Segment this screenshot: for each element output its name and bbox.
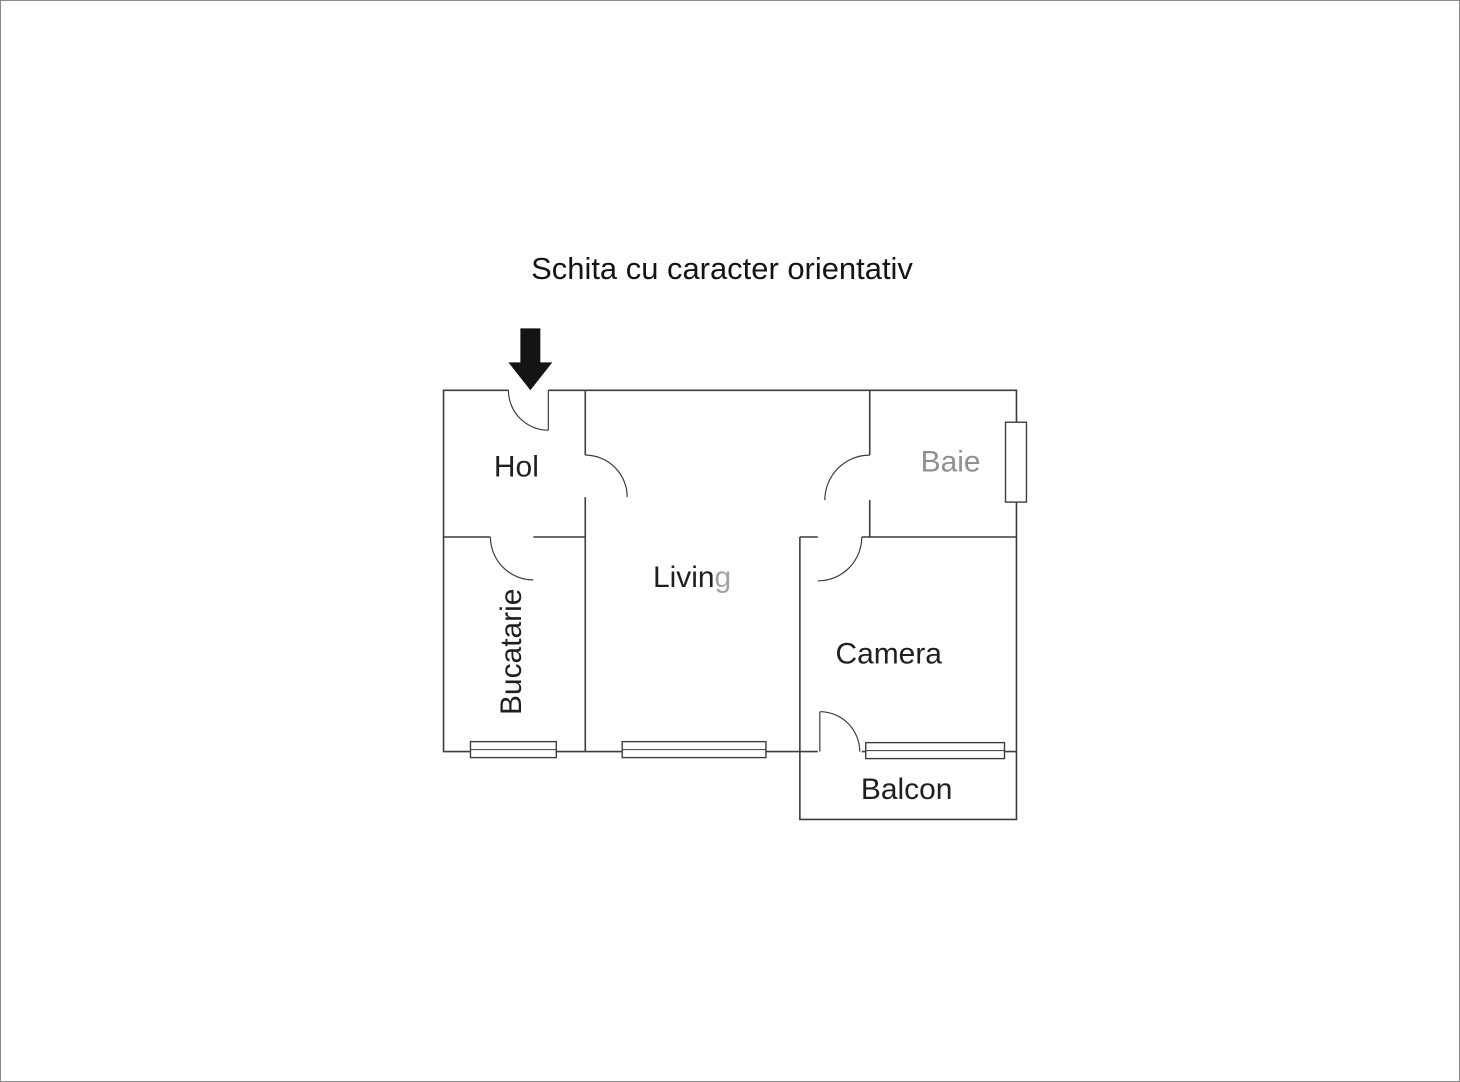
plan-title: Schita cu caracter orientativ — [531, 251, 913, 286]
door-arc-living-baie — [824, 454, 870, 501]
room-label-living-main: Livin — [653, 560, 715, 593]
room-label-living: Living — [653, 560, 731, 593]
window-bucatarie — [469, 740, 558, 759]
door-arc-entrance — [507, 390, 549, 431]
door-arc-hol-bucatarie — [489, 537, 534, 581]
window-living — [621, 740, 767, 759]
door-arc-hol-living — [585, 454, 628, 498]
door-arc-camera-balcon — [819, 711, 861, 752]
door-arc-living-camera — [817, 537, 863, 582]
interior-walls — [443, 390, 1017, 752]
room-label-camera: Camera — [835, 637, 942, 670]
room-label-bucatarie: Bucatarie — [495, 589, 528, 715]
entrance-arrow-icon — [508, 328, 553, 391]
room-label-hol: Hol — [494, 451, 539, 484]
window-camera-balcon — [865, 741, 1006, 760]
room-label-balcon: Balcon — [861, 773, 953, 806]
window-baie — [1004, 421, 1028, 503]
room-label-living-tail: g — [715, 560, 732, 593]
balcony-walls — [799, 751, 1018, 821]
room-label-baie: Baie — [921, 446, 981, 479]
